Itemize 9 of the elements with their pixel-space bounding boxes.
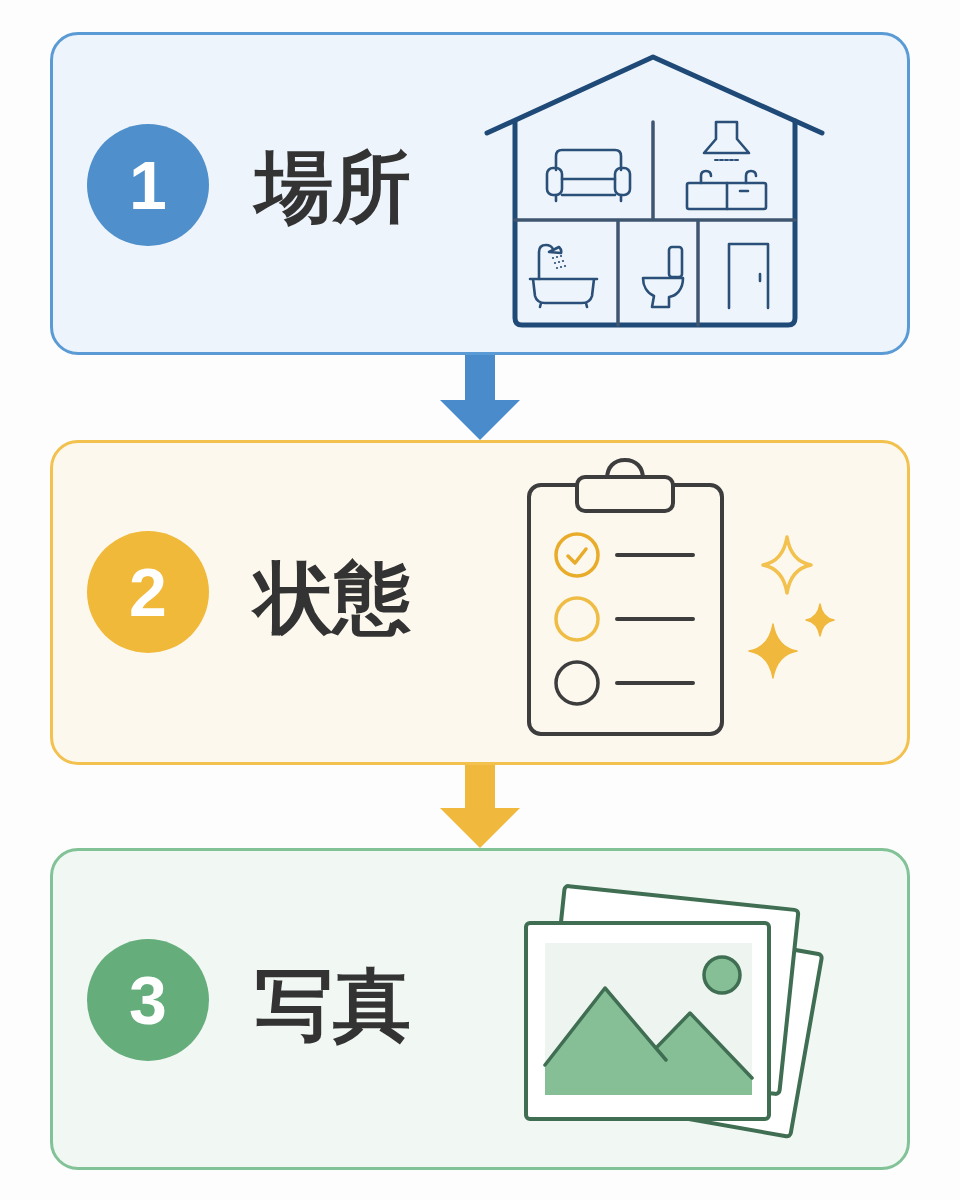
- step-box: [50, 848, 910, 1170]
- arrow: [440, 355, 520, 440]
- step-title: 写真: [255, 966, 411, 1044]
- arrow: [440, 765, 520, 848]
- step-box: [50, 32, 910, 355]
- number-circle: 3: [87, 939, 209, 1061]
- number-circle: 2: [87, 531, 209, 653]
- number-circle: 1: [87, 124, 209, 246]
- step-box: [50, 440, 910, 765]
